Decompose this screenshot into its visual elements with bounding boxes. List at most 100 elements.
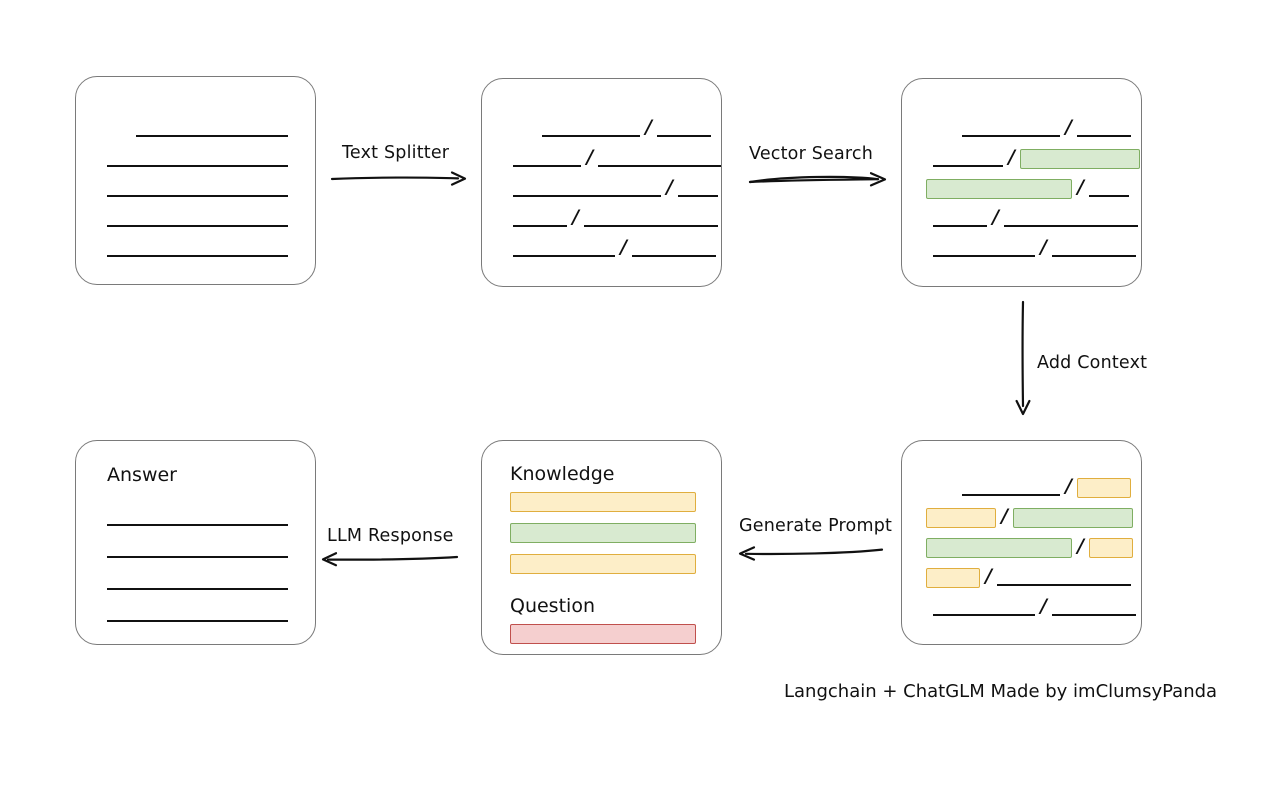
- highlight-chunk-green: [926, 179, 1072, 199]
- chunk-separator-slash: /: [985, 564, 992, 587]
- document-line: /: [482, 115, 721, 140]
- chunk-separator-slash: /: [572, 205, 579, 228]
- text-rule-segment: [107, 588, 288, 590]
- card-source-document[interactable]: [75, 76, 316, 285]
- highlight-chunk-green: [1019, 149, 1140, 169]
- chunk-separator-slash: /: [1077, 175, 1084, 198]
- edge-label-vector-search: Vector Search: [749, 144, 874, 164]
- prompt-bar-yellow: [510, 492, 696, 512]
- text-rule-segment: [677, 195, 718, 197]
- answer-title: Answer: [107, 464, 177, 486]
- text-rule-segment: [107, 195, 288, 197]
- text-rule-segment: [962, 494, 1060, 496]
- text-rule-segment: [1076, 135, 1131, 137]
- text-rule-segment: [107, 524, 288, 526]
- chunk-separator-slash: /: [1040, 594, 1047, 617]
- text-rule-segment: [136, 135, 288, 137]
- card-split-chunks[interactable]: / / / / /: [481, 78, 722, 287]
- text-rule-segment: [933, 255, 1035, 257]
- answer-rows: [76, 441, 315, 644]
- credit-text: Langchain + ChatGLM Made by imClumsyPand…: [784, 681, 1218, 702]
- arrow-vector-search: [748, 172, 887, 187]
- document-line: [76, 148, 315, 170]
- chunk-separator-slash: /: [992, 205, 999, 228]
- text-rule-segment: [962, 135, 1060, 137]
- highlight-chunk-yellow: [1076, 478, 1131, 498]
- text-rule-segment: [933, 614, 1035, 616]
- text-rule-segment: [542, 135, 640, 137]
- source-document-rows: [76, 77, 315, 284]
- text-rule-segment: [631, 255, 716, 257]
- highlight-chunk-green: [926, 538, 1072, 558]
- text-rule-segment: [513, 255, 615, 257]
- card-context-chunks[interactable]: / / / / /: [901, 440, 1142, 645]
- text-rule-segment: [598, 165, 721, 167]
- chunk-separator-slash: /: [620, 235, 627, 258]
- document-line: [76, 539, 315, 561]
- document-line: [76, 118, 315, 140]
- arrow-add-context: [1015, 300, 1031, 416]
- chunk-separator-slash: /: [1040, 235, 1047, 258]
- document-line: /: [902, 175, 1141, 200]
- document-line: /: [482, 235, 721, 260]
- text-rule-segment: [1051, 614, 1136, 616]
- prompt-section-heading: Question: [510, 595, 595, 617]
- prompt-bar-yellow: [510, 554, 696, 574]
- text-rule-segment: [1003, 225, 1138, 227]
- document-line: /: [902, 235, 1141, 260]
- highlight-chunk-yellow: [1088, 538, 1133, 558]
- edge-label-generate-prompt: Generate Prompt: [739, 516, 893, 536]
- document-line: /: [902, 564, 1141, 589]
- edge-label-text-splitter: Text Splitter: [342, 143, 450, 163]
- text-rule-segment: [996, 584, 1131, 586]
- document-line: /: [902, 504, 1141, 529]
- chunk-separator-slash: /: [1001, 504, 1008, 527]
- text-rule-segment: [513, 225, 567, 227]
- context-chunks-rows: / / / / /: [902, 441, 1141, 644]
- text-rule-segment: [1088, 195, 1129, 197]
- matched-chunks-rows: / / / / /: [902, 79, 1141, 286]
- document-line: /: [902, 534, 1141, 559]
- arrow-generate-prompt: [738, 546, 884, 561]
- text-rule-segment: [933, 165, 1003, 167]
- highlight-chunk-yellow: [926, 508, 996, 528]
- text-rule-segment: [1051, 255, 1136, 257]
- text-rule-segment: [107, 255, 288, 257]
- document-line: /: [902, 594, 1141, 619]
- document-line: [76, 238, 315, 260]
- document-line: /: [482, 177, 721, 200]
- text-rule-segment: [656, 135, 711, 137]
- arrow-llm-response: [321, 552, 459, 567]
- text-rule-segment: [513, 195, 661, 197]
- prompt-section-heading: Knowledge: [510, 463, 615, 485]
- split-chunks-rows: / / / / /: [482, 79, 721, 286]
- document-line: /: [902, 145, 1141, 170]
- document-line: /: [482, 145, 721, 170]
- text-rule-segment: [583, 225, 718, 227]
- document-line: [76, 507, 315, 529]
- text-rule-segment: [107, 165, 288, 167]
- chunk-separator-slash: /: [1008, 145, 1015, 168]
- prompt-bar-green: [510, 523, 696, 543]
- document-line: /: [902, 476, 1141, 499]
- document-line: /: [902, 115, 1141, 140]
- chunk-separator-slash: /: [1077, 534, 1084, 557]
- arrow-text-splitter: [330, 171, 467, 186]
- card-answer[interactable]: Answer: [75, 440, 316, 645]
- text-rule-segment: [513, 165, 582, 167]
- text-rule-segment: [107, 225, 288, 227]
- document-line: /: [482, 205, 721, 230]
- edge-label-add-context: Add Context: [1037, 353, 1148, 373]
- prompt-bar-red: [510, 624, 696, 644]
- document-line: [76, 178, 315, 200]
- chunk-separator-slash: /: [586, 145, 594, 168]
- document-line: [76, 571, 315, 593]
- document-line: /: [902, 205, 1141, 230]
- edge-label-llm-response: LLM Response: [327, 526, 454, 546]
- text-rule-segment: [107, 556, 288, 558]
- card-matched-chunks[interactable]: / / / / /: [901, 78, 1142, 287]
- document-line: [76, 603, 315, 625]
- chunk-separator-slash: /: [645, 115, 652, 138]
- chunk-separator-slash: /: [1065, 115, 1072, 138]
